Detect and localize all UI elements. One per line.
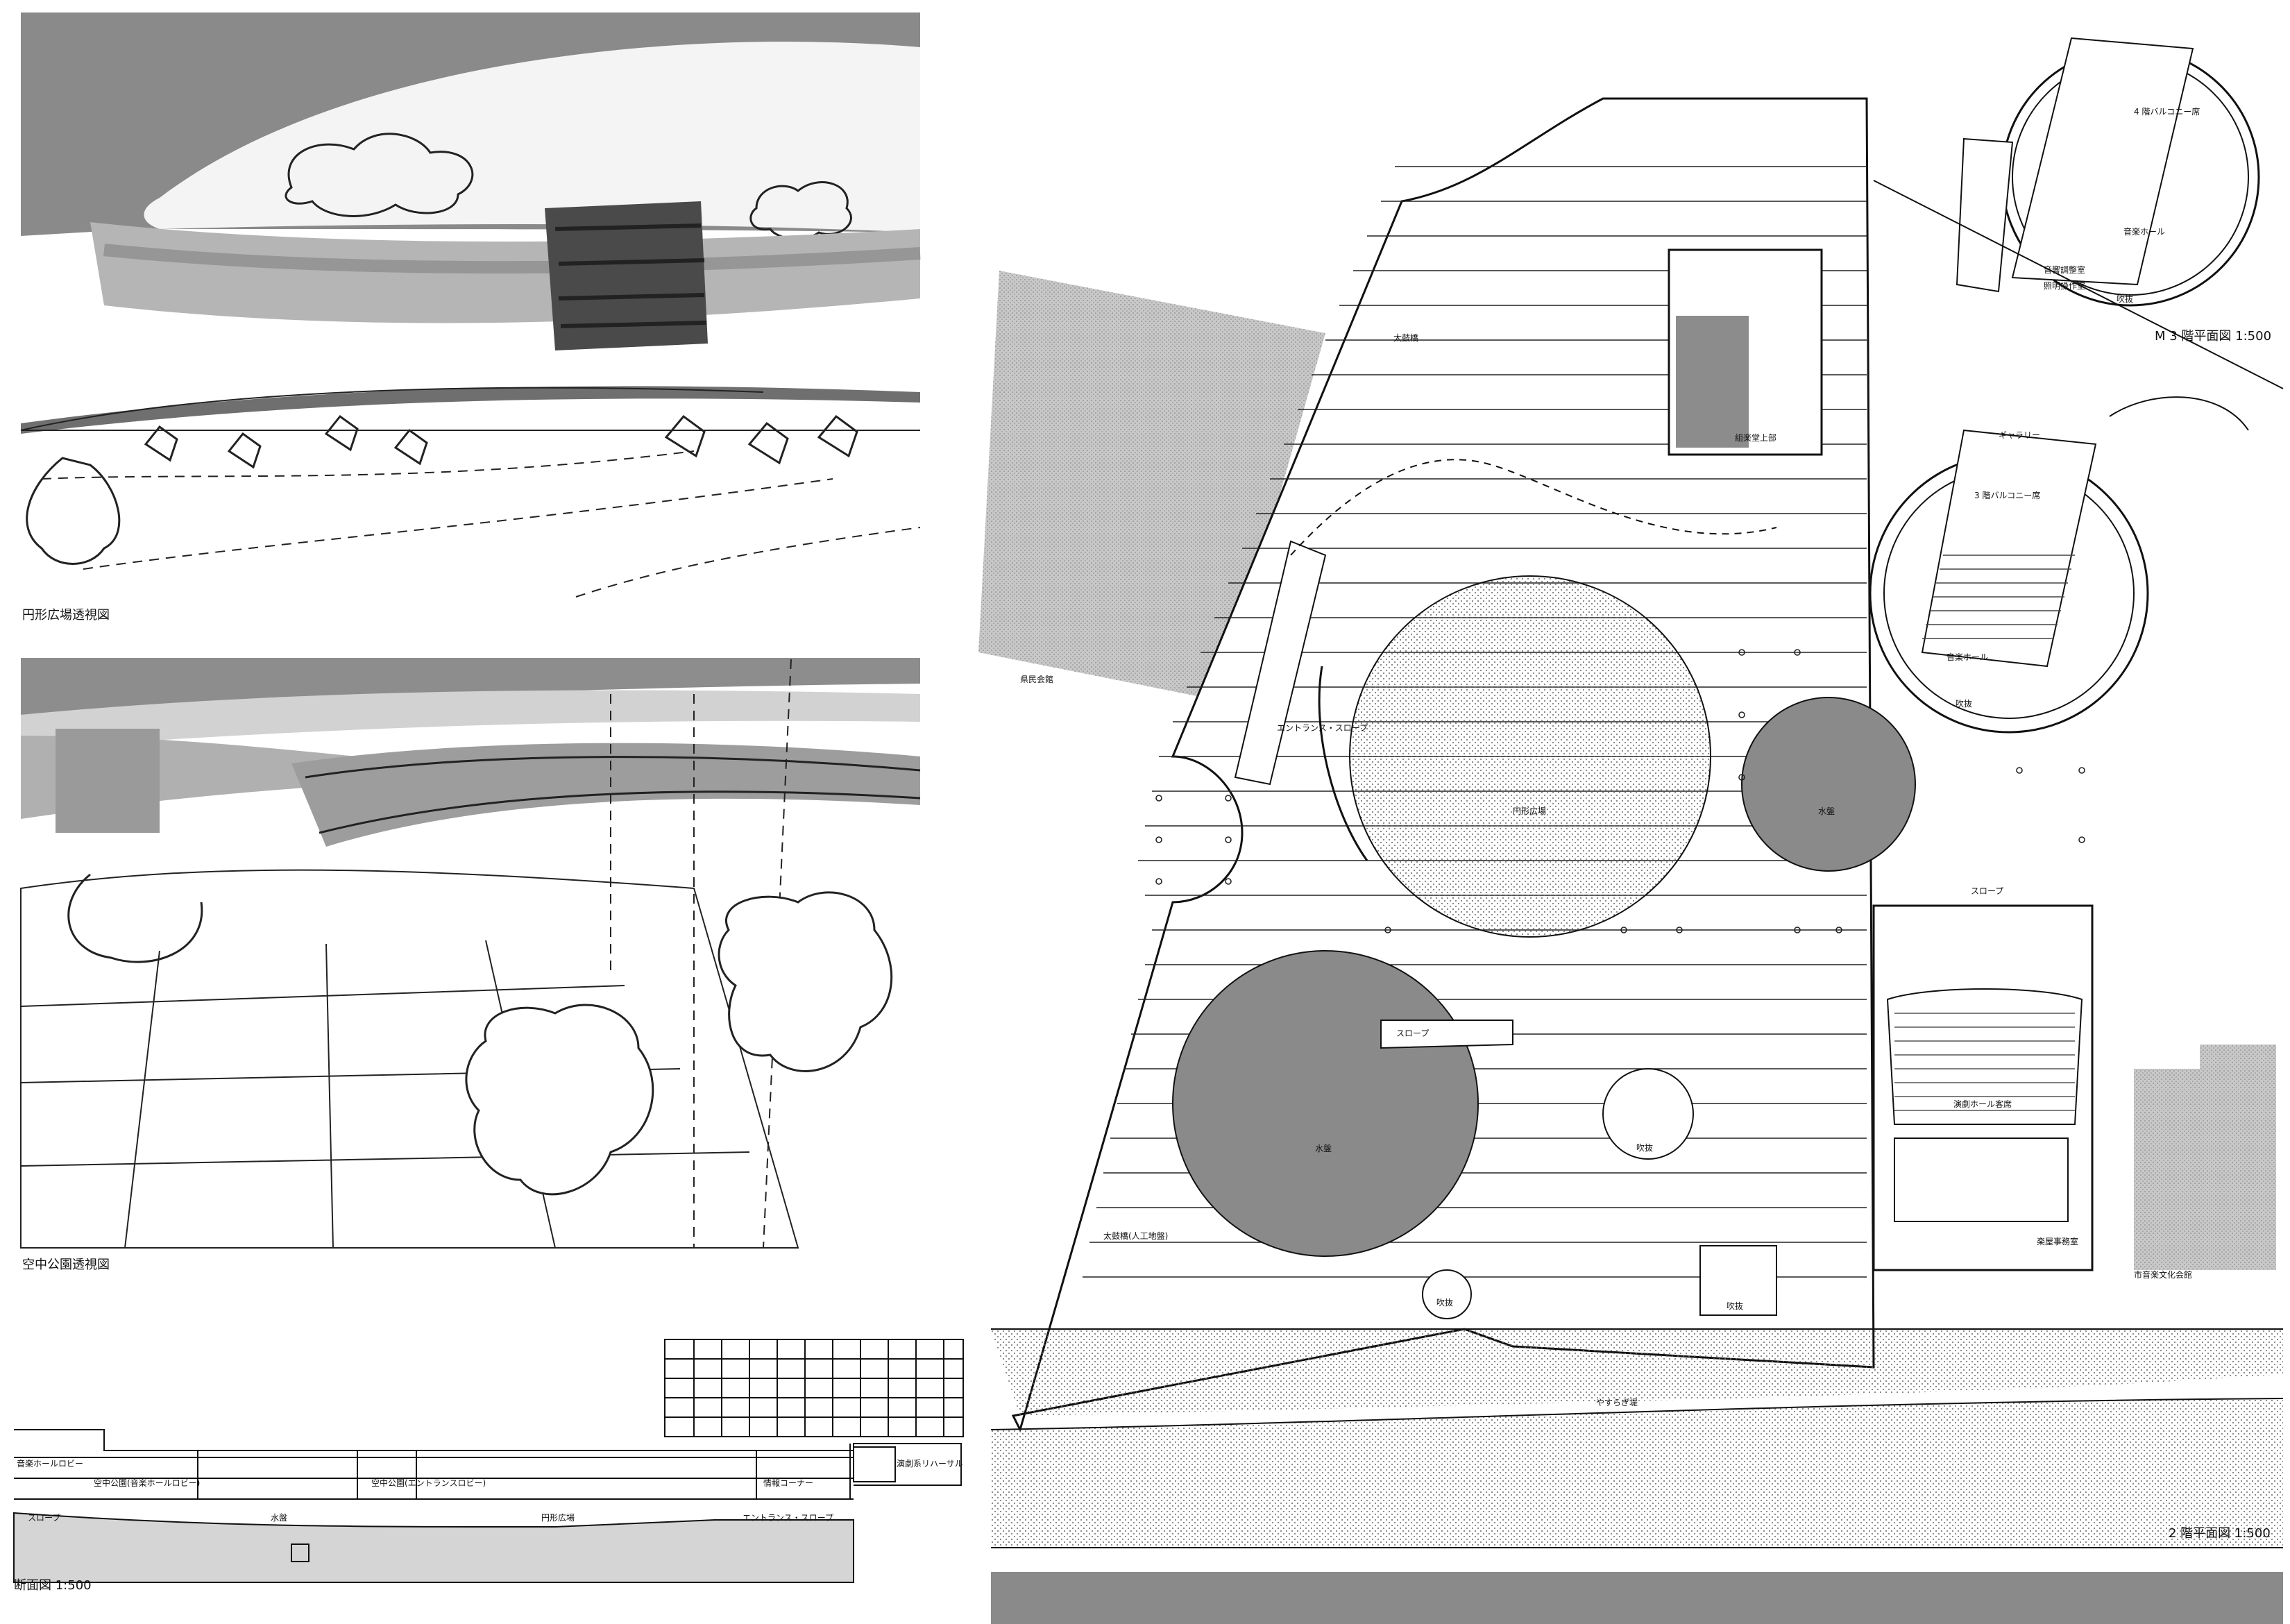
label-city-music-hall: 市音楽文化会館 xyxy=(2134,1270,2193,1280)
label-music-hall-3f: 音楽ホール xyxy=(1946,652,1989,662)
label-taiko-bridge: 太鼓橋 xyxy=(1393,333,1419,343)
label-void-bottom-right: 吹抜 xyxy=(1727,1301,1744,1311)
label-aerial-park-entrance: 空中公園(エントランスロビー) xyxy=(371,1478,486,1488)
label-music-hall-3f-balcony: 3 階バルコニー席 xyxy=(1974,491,2041,500)
label-theater-rehearsal: 演劇系リハーサル xyxy=(897,1459,963,1469)
label-section-plaza: 円形広場 xyxy=(541,1513,575,1523)
label-aerial-park-music: 空中公園(音楽ホールロビー) xyxy=(94,1478,201,1488)
caption-floor2-plan: 2 階平面図 1:500 xyxy=(2169,1526,2271,1541)
label-m3-void: 吹抜 xyxy=(2117,294,2134,304)
label-taiko-bridge-artificial: 太鼓橋(人工地盤) xyxy=(1103,1231,1169,1241)
floor-plan-2f xyxy=(978,97,2284,1624)
label-water-left: 水盤 xyxy=(1315,1144,1332,1153)
label-m3-sound-room: 音響調整室 xyxy=(2044,265,2086,275)
caption-aerial-park-perspective: 空中公園透視図 xyxy=(22,1258,110,1272)
label-void-3f: 吹抜 xyxy=(1956,699,1973,709)
floor-plan-m3 xyxy=(1873,37,2284,431)
label-slope-right: スロープ xyxy=(1971,886,2004,896)
label-m3-music-hall: 音楽ホール xyxy=(2123,227,2166,237)
label-void-center: 吹抜 xyxy=(1636,1143,1654,1153)
label-yasuragi: やすらぎ堤 xyxy=(1596,1398,1638,1407)
label-void-bottom-left: 吹抜 xyxy=(1436,1298,1454,1308)
caption-floorm3-plan: M 3 階平面図 1:500 xyxy=(2155,329,2272,344)
label-info-corner: 情報コーナー xyxy=(763,1478,814,1488)
caption-section: 断面図 1:500 xyxy=(14,1578,92,1593)
label-water-right: 水盤 xyxy=(1818,806,1835,816)
label-dressing-rooms: 楽屋事務室 xyxy=(2037,1237,2079,1246)
label-theater-audience: 演劇ホール客席 xyxy=(1953,1099,2012,1109)
perspective-circular-plaza xyxy=(20,12,921,598)
label-circular-plaza: 円形広場 xyxy=(1513,806,1547,816)
label-section-entrance-slope: エントランス・スロープ xyxy=(743,1513,834,1523)
perspective-aerial-park xyxy=(20,658,921,1249)
caption-circular-plaza-perspective: 円形広場透視図 xyxy=(22,608,110,623)
label-m3-balcony4: 4 階バルコニー席 xyxy=(2134,107,2200,117)
label-music-hall-lobby: 音楽ホールロビー xyxy=(17,1459,84,1469)
label-prefectural-hall: 県民会館 xyxy=(1020,675,1054,684)
section-drawing xyxy=(13,1339,964,1583)
label-slope-center: スロープ xyxy=(1396,1029,1430,1038)
label-green-hall-upper: 組楽堂上部 xyxy=(1735,433,1777,443)
label-section-water: 水盤 xyxy=(271,1513,288,1523)
label-gallery: ギャラリー xyxy=(1999,430,2041,440)
label-entrance-slope: エントランス・スロープ xyxy=(1277,723,1368,733)
label-section-slope: スロープ xyxy=(28,1513,61,1523)
label-m3-light-room: 照明操作室 xyxy=(2044,281,2086,291)
